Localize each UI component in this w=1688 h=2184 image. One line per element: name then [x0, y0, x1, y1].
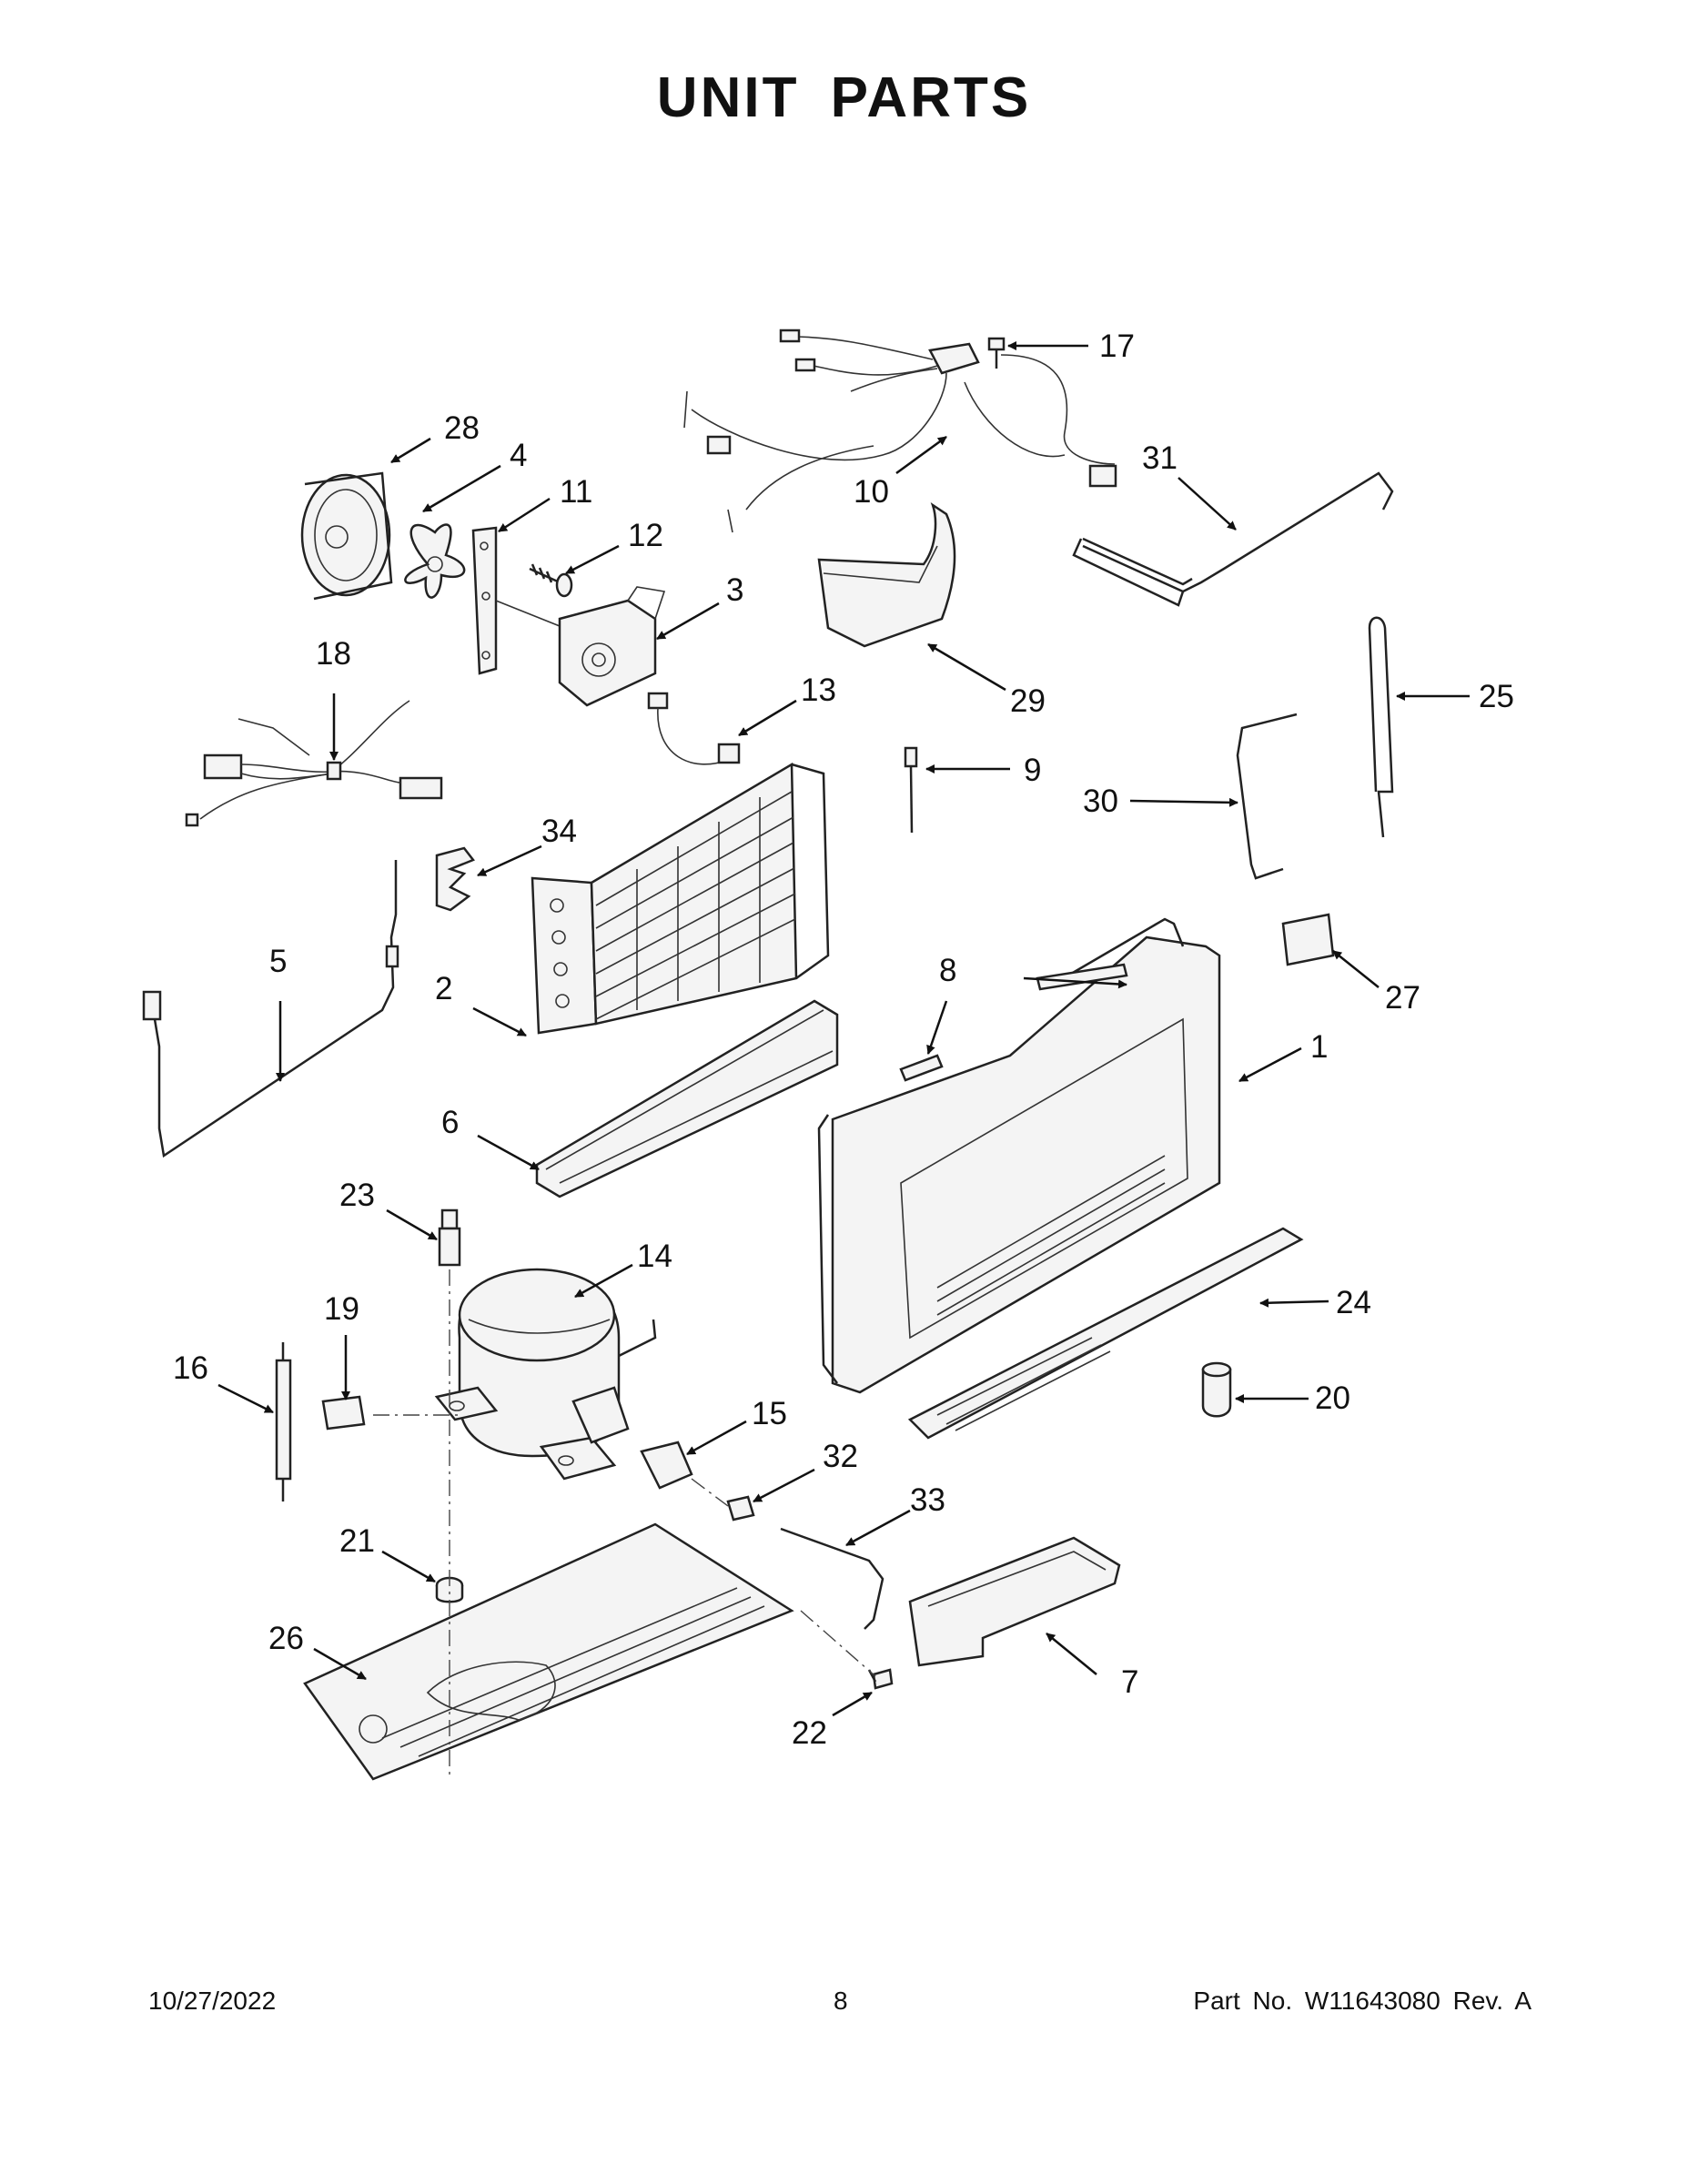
part-14-compressor: [434, 1268, 657, 1481]
callout-19: 19: [324, 1291, 359, 1327]
part-8-foam-strip: [899, 963, 1128, 1082]
callout-10: 10: [854, 474, 889, 510]
callout-17: 17: [1099, 329, 1135, 364]
callout-9: 9: [1024, 753, 1041, 788]
callout-18: 18: [316, 636, 351, 672]
alignment-line: [691, 1478, 729, 1507]
part-3-fan-motor: [558, 586, 666, 707]
footer-page-number: 8: [834, 1987, 848, 2015]
part-11-bracket: [471, 526, 565, 675]
part-19-clip: [321, 1395, 366, 1431]
part-29-air-duct: [817, 501, 956, 648]
callout-15: 15: [752, 1396, 787, 1431]
part-9-thermistor: [904, 746, 918, 834]
part-6-drain-trough: [535, 999, 839, 1198]
callout-26: 26: [268, 1621, 304, 1656]
leader-arrows: [217, 341, 1470, 1717]
part-24-grille: [907, 1227, 1304, 1440]
callout-6: 6: [441, 1105, 459, 1140]
footer-part-number: Part No. W11643080 Rev. A: [1193, 1987, 1531, 2015]
part-15-start-device: [640, 1441, 693, 1490]
callout-21: 21: [339, 1523, 375, 1559]
callout-4: 4: [510, 438, 527, 473]
part-26-base-plate: [303, 1522, 794, 1781]
callout-25: 25: [1479, 679, 1514, 714]
callout-30: 30: [1083, 784, 1118, 819]
part-12-screw: [529, 563, 573, 598]
callout-27: 27: [1385, 980, 1420, 1016]
part-7-drain-pan: [908, 1536, 1121, 1667]
callout-1: 1: [1310, 1029, 1328, 1065]
part-4-fan-blade: [404, 523, 466, 599]
callout-14: 14: [637, 1239, 672, 1274]
part-27-insulation-pad: [1281, 913, 1335, 966]
callout-24: 24: [1336, 1285, 1371, 1320]
part-31-heater-loop: [1072, 471, 1394, 607]
part-30-tube: [1236, 713, 1298, 880]
part-25-defrost-heater: [1368, 616, 1394, 838]
part-10-wire-harness: [683, 329, 1117, 533]
callout-20: 20: [1315, 1380, 1350, 1416]
callout-34: 34: [541, 814, 577, 849]
callout-8: 8: [939, 953, 956, 988]
callout-3: 3: [726, 572, 743, 608]
part-23-stud: [438, 1208, 461, 1267]
part-5-thermistor-harness: [142, 860, 399, 1158]
part-17-screw: [987, 337, 1006, 369]
part-32-overload-cover: [726, 1495, 755, 1522]
callout-labels: 1 2 3 4 5 6 7 8 9 10 11 12 13 14 15 16 1…: [173, 329, 1514, 1751]
part-18-wire-harness: [185, 700, 443, 827]
page-title: UNIT PARTS: [656, 66, 1032, 129]
callout-31: 31: [1142, 440, 1178, 476]
footer-date: 10/27/2022: [148, 1987, 277, 2015]
part-20-grommet: [1201, 1361, 1232, 1418]
callout-33: 33: [910, 1482, 945, 1518]
part-34-clip: [435, 846, 475, 912]
callout-13: 13: [801, 672, 836, 708]
callout-22: 22: [792, 1715, 827, 1751]
callout-12: 12: [628, 518, 663, 553]
part-33-bracket-rod: [780, 1527, 884, 1630]
callout-29: 29: [1010, 683, 1046, 719]
alignment-line: [800, 1610, 876, 1677]
callout-2: 2: [435, 971, 452, 1006]
callout-11: 11: [560, 474, 592, 510]
part-16-drier: [275, 1342, 292, 1502]
callout-7: 7: [1121, 1664, 1138, 1700]
callout-23: 23: [339, 1178, 375, 1213]
part-1-condenser: [817, 917, 1221, 1394]
part-13-motor-harness: [647, 692, 741, 765]
callout-28: 28: [444, 410, 480, 446]
part-28-fan-shroud: [300, 471, 393, 601]
callout-5: 5: [269, 944, 287, 979]
callout-32: 32: [823, 1439, 858, 1474]
part-22-screw: [867, 1668, 894, 1690]
callout-16: 16: [173, 1350, 208, 1386]
part-2-evaporator: [531, 762, 830, 1035]
